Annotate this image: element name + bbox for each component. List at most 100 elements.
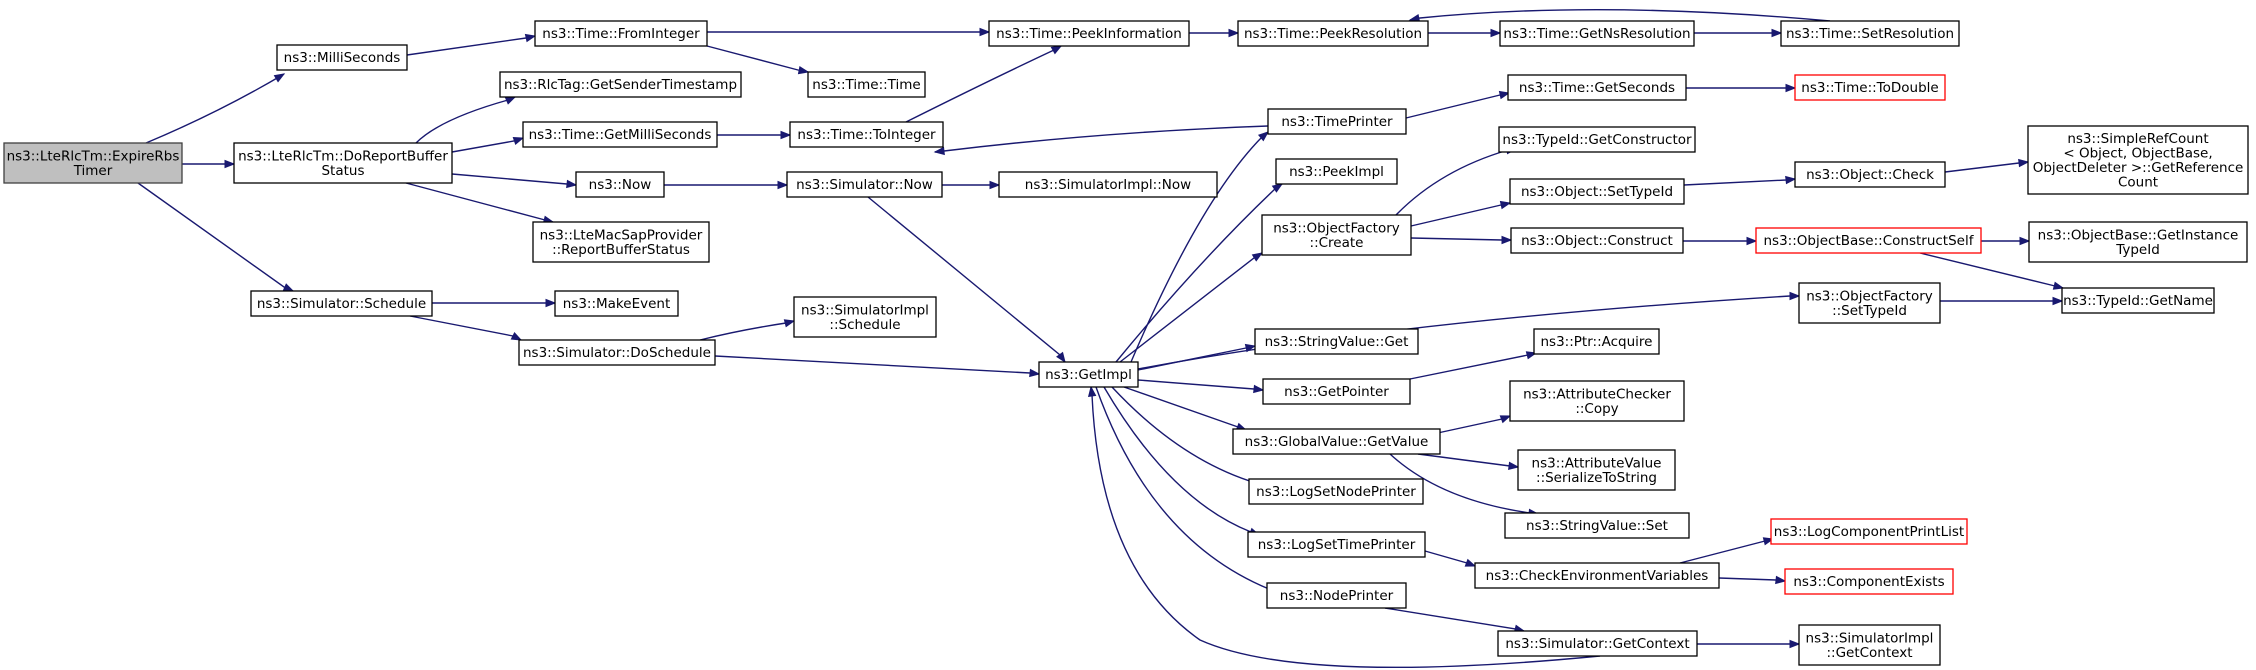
- call-edge: [867, 196, 1066, 364]
- arrow-head: [1501, 235, 1513, 245]
- node-getseconds[interactable]: ns3::Time::GetSeconds: [1507, 74, 1687, 101]
- edge-line: [451, 173, 577, 186]
- node-box: [998, 171, 1218, 198]
- node-getimpl[interactable]: ns3::GetImpl: [1038, 361, 1139, 388]
- call-edge: [451, 136, 525, 153]
- node-nodeprinter[interactable]: ns3::NodePrinter: [1266, 582, 1407, 609]
- node-label: < Object, ObjectBase,: [2063, 145, 2212, 161]
- node-box: [3, 142, 183, 184]
- node-simimplnow[interactable]: ns3::SimulatorImpl::Now: [998, 171, 1218, 198]
- node-box: [499, 71, 742, 98]
- node-box: [518, 339, 716, 366]
- node-getpointer[interactable]: ns3::GetPointer: [1262, 378, 1411, 405]
- arrow-head: [1050, 45, 1063, 55]
- node-label: ns3::Object::SetTypeId: [1521, 184, 1673, 200]
- node-label: ::Schedule: [829, 317, 900, 333]
- node-milliseconds[interactable]: ns3::MilliSeconds: [276, 44, 408, 71]
- node-rlctag[interactable]: ns3::RlcTag::GetSenderTimestamp: [499, 71, 742, 98]
- node-frominteger[interactable]: ns3::Time::FromInteger: [534, 20, 708, 47]
- node-box: [1780, 20, 1960, 47]
- node-label: ns3::Time::FromInteger: [542, 26, 700, 42]
- node-ofsettypeid[interactable]: ns3::ObjectFactory::SetTypeId: [1798, 282, 1941, 324]
- node-ltemac[interactable]: ns3::LteMacSapProvider::ReportBufferStat…: [532, 221, 710, 263]
- node-strset[interactable]: ns3::StringValue::Set: [1504, 512, 1690, 539]
- node-compexists[interactable]: ns3::ComponentExists: [1784, 568, 1954, 595]
- node-checkenv[interactable]: ns3::CheckEnvironmentVariables: [1474, 562, 1720, 589]
- node-gvgetvalue[interactable]: ns3::GlobalValue::GetValue: [1232, 428, 1441, 455]
- node-box: [1275, 158, 1398, 185]
- node-tointeger[interactable]: ns3::Time::ToInteger: [789, 121, 944, 148]
- edge-line: [714, 355, 1040, 375]
- node-logcompprint[interactable]: ns3::LogComponentPrintList: [1770, 518, 1968, 545]
- node-attrcheckcopy[interactable]: ns3::AttributeChecker::Copy: [1509, 380, 1685, 422]
- node-label: ns3::Time::Time: [812, 77, 920, 93]
- arrow-head: [273, 73, 286, 83]
- node-box: [2061, 287, 2215, 314]
- node-label: ns3::GlobalValue::GetValue: [1245, 434, 1429, 450]
- arrow-head: [545, 298, 557, 308]
- call-edge: [1189, 28, 1240, 38]
- call-edge: [1940, 296, 2064, 306]
- edge-line: [1944, 161, 2029, 173]
- call-edge: [1718, 575, 1787, 585]
- call-edge: [1384, 607, 1526, 633]
- call-edge: [1683, 175, 1797, 186]
- node-simgetctx[interactable]: ns3::Simulator::GetContext: [1497, 630, 1698, 657]
- node-peekimpl[interactable]: ns3::PeekImpl: [1275, 158, 1398, 185]
- node-schedule[interactable]: ns3::Simulator::Schedule: [250, 290, 433, 317]
- edge-line: [1103, 386, 1260, 536]
- arrow-head: [1271, 183, 1284, 193]
- node-label: ns3::SimulatorImpl::Now: [1025, 177, 1191, 193]
- node-simimplsched[interactable]: ns3::SimulatorImpl::Schedule: [793, 296, 937, 338]
- node-box: [532, 221, 710, 263]
- node-constructself[interactable]: ns3::ObjectBase::ConstructSelf: [1755, 227, 1982, 254]
- node-label: ns3::ObjectFactory: [1806, 288, 1933, 304]
- node-getnsres[interactable]: ns3::Time::GetNsResolution: [1499, 20, 1695, 47]
- node-simimplgetctx[interactable]: ns3::SimulatorImpl::GetContext: [1798, 624, 1941, 666]
- node-timeprinter[interactable]: ns3::TimePrinter: [1267, 108, 1407, 135]
- node-label: ::SerializeToString: [1536, 470, 1657, 486]
- node-box: [534, 20, 708, 47]
- node-attrvalser[interactable]: ns3::AttributeValue::SerializeToString: [1517, 449, 1676, 491]
- edge-line: [406, 35, 536, 56]
- node-label: ns3::Now: [589, 177, 652, 193]
- node-label: ns3::SimpleRefCount: [2067, 131, 2208, 147]
- node-box: [1254, 328, 1419, 355]
- node-setres[interactable]: ns3::Time::SetResolution: [1780, 20, 1960, 47]
- arrow-head: [1464, 558, 1477, 567]
- node-ptracquire[interactable]: ns3::Ptr::Acquire: [1533, 328, 1660, 355]
- node-objsettypeid[interactable]: ns3::Object::SetTypeId: [1509, 178, 1685, 205]
- arrow-head: [1746, 236, 1758, 246]
- call-edge: [1428, 28, 1502, 38]
- node-getmillis[interactable]: ns3::Time::GetMilliSeconds: [522, 121, 718, 148]
- node-objcheck[interactable]: ns3::Object::Check: [1794, 161, 1946, 188]
- node-label: ns3::Simulator::GetContext: [1505, 636, 1689, 652]
- node-peekinfo[interactable]: ns3::Time::PeekInformation: [988, 20, 1190, 47]
- node-peekres[interactable]: ns3::Time::PeekResolution: [1237, 20, 1429, 47]
- node-logsettime[interactable]: ns3::LogSetTimePrinter: [1247, 531, 1426, 558]
- node-box: [1232, 428, 1441, 455]
- node-simnow[interactable]: ns3::Simulator::Now: [786, 171, 943, 198]
- node-now[interactable]: ns3::Now: [575, 171, 665, 198]
- node-logsetnode[interactable]: ns3::LogSetNodePrinter: [1248, 478, 1424, 505]
- edge-line: [1137, 379, 1264, 391]
- node-makeevent[interactable]: ns3::MakeEvent: [554, 290, 679, 317]
- node-strget[interactable]: ns3::StringValue::Get: [1254, 328, 1419, 355]
- call-edge: [1137, 379, 1265, 394]
- node-label: ns3::MakeEvent: [563, 296, 671, 312]
- node-objconstruct[interactable]: ns3::Object::Construct: [1510, 227, 1684, 254]
- node-tidgetname[interactable]: ns3::TypeId::GetName: [2061, 287, 2215, 314]
- node-tidgetctor[interactable]: ns3::TypeId::GetConstructor: [1498, 126, 1696, 153]
- edge-line: [905, 45, 1062, 123]
- edge-line: [1384, 607, 1525, 632]
- node-ofcreate[interactable]: ns3::ObjectFactory::Create: [1261, 214, 1412, 256]
- node-label: ns3::SimulatorImpl: [1806, 630, 1934, 646]
- call-edge: [406, 33, 537, 56]
- node-todouble[interactable]: ns3::Time::ToDouble: [1794, 74, 1946, 101]
- node-doschedule[interactable]: ns3::Simulator::DoSchedule: [518, 339, 716, 366]
- node-simplerefcount[interactable]: ns3::SimpleRefCount< Object, ObjectBase,…: [2027, 125, 2249, 195]
- node-timetime[interactable]: ns3::Time::Time: [807, 71, 926, 98]
